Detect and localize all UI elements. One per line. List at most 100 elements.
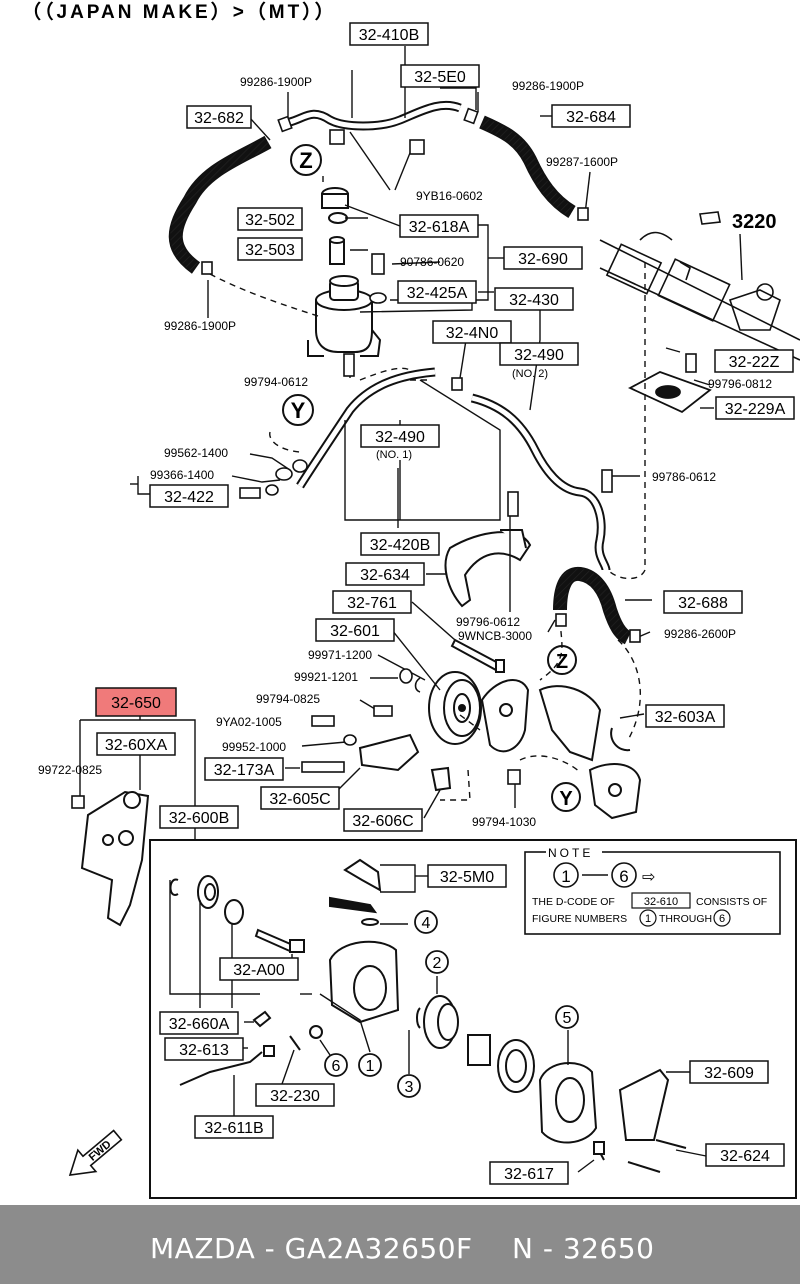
part-number: 99722-0825 <box>38 763 102 777</box>
figure-number-6-circle <box>324 1053 348 1077</box>
reservoir-tank <box>307 275 382 357</box>
hose-32-684 <box>479 115 576 219</box>
footer-ref-number: N - 32650 <box>512 1232 655 1265</box>
marker-y-left <box>282 394 314 426</box>
part-code-text: 32-420B <box>370 537 431 554</box>
part-code-box <box>360 424 440 448</box>
part-code-box <box>95 687 177 717</box>
part-code-text: 32-761 <box>347 595 397 612</box>
marker-y-right-label: Y <box>559 788 573 810</box>
part-code-box <box>315 618 395 642</box>
bracket-32-173A <box>358 733 452 792</box>
note-line2-to: 6 <box>719 913 725 925</box>
part-number: 99286-1900P <box>512 79 584 93</box>
part-code-box <box>149 484 229 508</box>
note-range-from: 1 <box>561 867 570 886</box>
part-code-label-32-420B: 32-420B <box>360 532 440 556</box>
dashed-lines <box>209 176 646 801</box>
section-arrow-icon <box>699 211 721 225</box>
part-number: 99286-1900P <box>164 319 236 333</box>
note-line2-a: FIGURE NUMBERS <box>532 913 627 925</box>
part-number: 90786-0620 <box>400 255 464 269</box>
part-number: 9YB16-0602 <box>416 189 483 203</box>
figure-number-2-circle <box>425 950 449 974</box>
part-code-text: 32-425A <box>407 285 468 302</box>
pipe-32-490-no1 <box>296 367 436 489</box>
part-code-text: 32-609 <box>704 1065 754 1082</box>
part-code-box <box>345 562 425 586</box>
steering-rack <box>599 231 800 361</box>
part-code-box <box>204 757 284 781</box>
figure-number-1-circle <box>358 1053 382 1077</box>
part-code-text: 32-624 <box>720 1148 770 1165</box>
figure-number-3-circle <box>397 1074 421 1098</box>
marker-z-top-label: Z <box>299 148 312 173</box>
part-code-text: 32-600B <box>169 810 230 827</box>
part-code-box <box>194 1115 274 1139</box>
part-code-box <box>159 1011 239 1035</box>
leader-lines <box>79 46 714 1173</box>
part-code-box <box>219 957 299 981</box>
part-code-label-32-650: 32-650 <box>95 687 177 717</box>
figure-number-1: 1 <box>366 1058 375 1075</box>
part-code-text: 32-503 <box>245 242 295 259</box>
reservoir-cap <box>321 187 349 265</box>
part-code-text: 32-5E0 <box>414 69 466 86</box>
figure-number-2: 2 <box>433 955 442 972</box>
fasteners <box>71 107 697 809</box>
part-code-text: 32-690 <box>518 251 568 268</box>
rack-bracket-32-229A <box>627 371 712 414</box>
part-code-text: 32-422 <box>164 489 214 506</box>
section-leader <box>739 233 743 281</box>
figure-number-5-circle <box>555 1005 579 1029</box>
part-code-text: 32-410B <box>359 27 420 44</box>
part-number-labels: 99286-1900P 99286-1900P 99287-1600P 9YB1… <box>38 75 772 829</box>
highlight-32-650 <box>96 688 176 716</box>
part-code-label-32-634: 32-634 <box>345 562 425 586</box>
part-code-text: 32-634 <box>360 567 410 584</box>
note-title: NOTE <box>548 846 593 860</box>
part-code-text: 32-230 <box>270 1088 320 1105</box>
part-code-label-32-624: 32-624 <box>705 1143 785 1167</box>
part-code-label-32-502: 32-502 <box>237 207 303 231</box>
part-number: 99971-1200 <box>308 648 372 662</box>
note-arrow: ⇨ <box>642 869 655 886</box>
exploded-view-frame <box>149 839 797 1199</box>
part-code-label-32-490-2: 32-490 <box>499 342 579 366</box>
marker-y-right <box>551 782 581 812</box>
pump-cover-32-634 <box>444 529 532 608</box>
part-code-text: 32-650 <box>111 695 161 712</box>
pipe-32-490-no2 <box>470 393 611 571</box>
part-code-label-32-684: 32-684 <box>551 104 631 128</box>
note-line1-code: 32-610 <box>644 896 678 908</box>
part-code-label-32-410B: 32-410B <box>349 22 429 46</box>
part-number: 99286-2600P <box>664 627 736 641</box>
note-line1-a: THE D-CODE OF <box>532 896 615 908</box>
part-code-box <box>186 105 252 129</box>
part-code-label-32-5E0: 32-5E0 <box>400 64 480 88</box>
bolt-32-761 <box>450 638 505 673</box>
part-number: 9YA02-1005 <box>216 715 282 729</box>
part-number: 99786-0612 <box>652 470 716 484</box>
pump-body <box>480 679 642 820</box>
part-code-label-32-611B: 32-611B <box>194 1115 274 1139</box>
part-code-box <box>689 1060 769 1084</box>
part-code-label-32-690: 32-690 <box>503 246 583 270</box>
part-code-label-32-688: 32-688 <box>663 590 743 614</box>
part-code-box <box>499 342 579 366</box>
part-code-box <box>399 214 479 238</box>
part-code-box <box>714 349 794 373</box>
part-code-text: 32-5M0 <box>440 869 494 886</box>
pump-internal-parts <box>169 858 687 1173</box>
part-code-box <box>159 805 239 829</box>
part-code-box <box>237 207 303 231</box>
part-code-label-32-22Z: 32-22Z <box>714 349 794 373</box>
part-code-label-32-490-1: 32-490 <box>360 424 440 448</box>
part-code-text: 32-618A <box>409 219 470 236</box>
part-code-text: 32-613 <box>179 1042 229 1059</box>
section-ref-3220: 3220 <box>732 211 777 233</box>
part-code-box <box>705 1143 785 1167</box>
part-code-box <box>255 1083 335 1107</box>
part-code-label-32-609: 32-609 <box>689 1060 769 1084</box>
